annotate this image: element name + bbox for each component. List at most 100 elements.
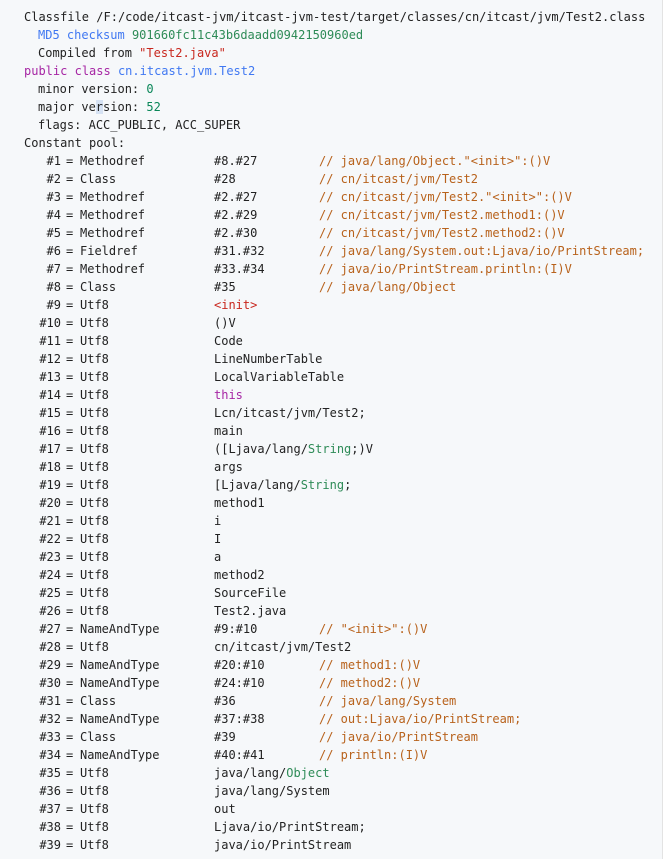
cp-ref: Ljava/io/PrintStream; <box>214 820 366 834</box>
cp-index: #12 <box>39 352 61 366</box>
cp-comment: // cn/itcast/jvm/Test2.method2:()V <box>319 226 565 240</box>
cp-type: Fieldref <box>80 244 138 258</box>
cp-comment: // java/io/PrintStream <box>319 730 478 744</box>
cp-ref: method1 <box>214 496 265 510</box>
constant-pool-row: #9=Utf8<init> <box>0 296 662 314</box>
constant-pool-row: #34=NameAndType#40:#41// println:(I)V <box>0 746 662 764</box>
cp-index: #15 <box>39 406 61 420</box>
equals-sign: = <box>66 712 74 726</box>
cp-index: #39 <box>39 838 61 852</box>
cp-ref-part: ;)V <box>351 442 373 456</box>
cp-index: #24 <box>39 568 61 582</box>
equals-sign: = <box>66 226 74 240</box>
equals-sign: = <box>66 424 74 438</box>
cp-index: #4 <box>46 208 61 222</box>
cp-ref: #2.#29 <box>214 208 258 222</box>
minor-version-line: minor version: 0 <box>38 80 154 98</box>
flags-value: ACC_PUBLIC, ACC_SUPER <box>88 118 241 132</box>
cp-index: #18 <box>39 460 61 474</box>
cp-index: #1 <box>46 154 61 168</box>
cp-comment: // out:Ljava/io/PrintStream; <box>319 712 522 726</box>
cp-type: Utf8 <box>80 640 109 654</box>
compiled-from-line: Compiled from "Test2.java" <box>38 44 226 62</box>
constant-pool-row: #33=Class#39// java/io/PrintStream <box>0 728 662 746</box>
cp-ref: i <box>214 514 222 528</box>
minor-version-value: 0 <box>146 82 154 96</box>
md5-label: MD5 <box>38 28 60 42</box>
cp-ref: main <box>214 424 243 438</box>
equals-sign: = <box>66 478 74 492</box>
equals-sign: = <box>66 676 74 690</box>
compiled-from-label: Compiled from <box>38 46 132 60</box>
cp-ref: LineNumberTable <box>214 352 323 366</box>
cp-ref: #24:#10 <box>214 676 265 690</box>
cp-index: #34 <box>39 748 61 762</box>
cp-index: #14 <box>39 388 61 402</box>
cp-index: #3 <box>46 190 61 204</box>
equals-sign: = <box>66 640 74 654</box>
major-version-value: 52 <box>146 100 161 114</box>
cp-type: Methodref <box>80 190 146 204</box>
cp-type: Utf8 <box>80 820 109 834</box>
equals-sign: = <box>66 298 74 312</box>
cp-type: Class <box>80 694 117 708</box>
equals-sign: = <box>66 658 74 672</box>
cp-type: Methodref <box>80 208 146 222</box>
cp-type: NameAndType <box>80 712 160 726</box>
cp-comment: // method1:()V <box>319 658 421 672</box>
equals-sign: = <box>66 604 74 618</box>
constant-pool-row: #29=NameAndType#20:#10// method1:()V <box>0 656 662 674</box>
cp-ref: cn/itcast/jvm/Test2 <box>214 640 352 654</box>
cp-ref: #37:#38 <box>214 712 265 726</box>
cp-ref: LocalVariableTable <box>214 370 345 384</box>
cp-ref: #40:#41 <box>214 748 265 762</box>
cp-ref: ([Ljava/lang/String;)V <box>214 440 373 458</box>
cp-index: #27 <box>39 622 61 636</box>
cp-index: #6 <box>46 244 61 258</box>
cp-ref-type-name: Object <box>286 766 330 780</box>
equals-sign: = <box>66 766 74 780</box>
constant-pool-row: #7=Methodref#33.#34// java/io/PrintStrea… <box>0 260 662 278</box>
cp-ref-type-name: String <box>300 478 345 492</box>
cp-type: Utf8 <box>80 568 109 582</box>
equals-sign: = <box>66 622 74 636</box>
cp-comment: // java/lang/Object <box>319 280 457 294</box>
constant-pool-row: #10=Utf8()V <box>0 314 662 332</box>
cp-index: #20 <box>39 496 61 510</box>
cp-index: #9 <box>46 298 61 312</box>
cp-index: #32 <box>39 712 61 726</box>
cp-ref: #8.#27 <box>214 154 258 168</box>
equals-sign: = <box>66 568 74 582</box>
cp-ref: #31.#32 <box>214 244 265 258</box>
equals-sign: = <box>66 370 74 384</box>
cp-type: NameAndType <box>80 622 160 636</box>
cp-comment: // java/lang/System <box>319 694 457 708</box>
cp-ref: this <box>214 388 243 402</box>
cp-type: Methodref <box>80 226 146 240</box>
equals-sign: = <box>66 388 74 402</box>
major-version-label-a: major ve <box>38 100 96 114</box>
cp-type: Utf8 <box>80 424 109 438</box>
cp-ref: Test2.java <box>214 604 287 618</box>
cp-type: Utf8 <box>80 352 109 366</box>
cp-type: Utf8 <box>80 838 109 852</box>
public-keyword: public <box>24 64 68 78</box>
cp-index: #37 <box>39 802 61 816</box>
cp-type: Methodref <box>80 154 146 168</box>
cp-type: Utf8 <box>80 550 109 564</box>
cp-ref: #2.#27 <box>214 190 258 204</box>
text-cursor[interactable]: r <box>95 100 104 114</box>
cp-type: Utf8 <box>80 496 109 510</box>
constant-pool-label: Constant pool: <box>24 136 126 150</box>
major-version-line[interactable]: major version: 52 <box>38 98 161 116</box>
cp-ref: #39 <box>214 730 236 744</box>
cp-ref: <init> <box>214 298 258 312</box>
cp-type: Utf8 <box>80 532 109 546</box>
class-declaration: public class cn.itcast.jvm.Test2 <box>24 62 255 80</box>
